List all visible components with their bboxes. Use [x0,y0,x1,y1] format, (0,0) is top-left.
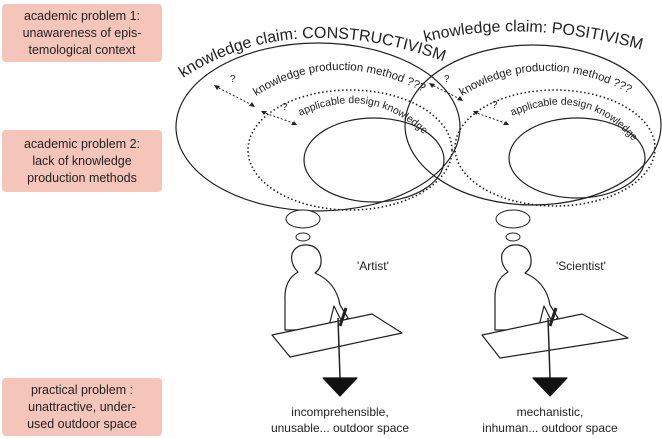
problem-2-line-3: production methods [27,171,137,185]
artist-label: 'Artist' [357,259,389,273]
practical-problem-box: practical problem : unattractive, under-… [2,378,162,436]
method-label-right: knowledge production method ??? [457,62,633,99]
design-ring-right [508,117,646,199]
problem-1-line-3: temological context [28,43,136,57]
question-mark-2-right: ? [492,100,498,111]
outcome-left-line-1: incomprehensible, [291,405,388,419]
question-mark-2-left: ? [282,102,288,113]
question-mark-1-left: ? [230,74,236,85]
scientist-figure-icon [481,244,629,397]
problem-1-line-2: unawareness of epis- [22,26,142,40]
method-ring-left [247,89,453,211]
problem-3-line-3: used outdoor space [27,417,137,431]
problem-2-line-1: academic problem 2: [23,137,141,151]
positivism-rings [404,44,662,207]
question-mark-1-right: ? [444,74,450,85]
outcome-right-line-1: mechanistic, [517,405,584,419]
uncertainty-arrows-right [429,83,509,125]
constructivism-rings [175,42,461,212]
outcome-left-line-2: unusable... outdoor space [271,421,409,435]
problem-2-line-2: lack of knowledge [32,154,132,168]
scientist-label: 'Scientist' [556,259,606,273]
claim-ring-left [175,42,461,212]
design-label-left: applicable design knowledge [296,94,430,137]
thought-bubble-right [495,209,531,242]
problem-3-line-2: unattractive, under- [28,400,136,414]
artist-figure-icon [271,244,403,397]
thought-bubble-left [285,209,321,242]
design-label-right: applicable design knowledge [509,96,640,144]
problem-1-line-1: academic problem 1: [23,9,141,23]
academic-problem-1-box: academic problem 1: unawareness of epis-… [2,4,162,62]
uncertainty-arrows-left [214,85,297,125]
method-label-left: knowledge production method ??? [251,61,427,99]
problem-3-line-1: practical problem : [30,383,134,397]
academic-problem-2-box: academic problem 2: lack of knowledge pr… [2,130,162,192]
design-ring-left [303,117,445,203]
method-ring-right [454,89,656,207]
outcome-right-line-2: inhuman... outdoor space [482,421,618,435]
claim-label-right: knowledge claim: POSITIVISM [422,18,645,53]
